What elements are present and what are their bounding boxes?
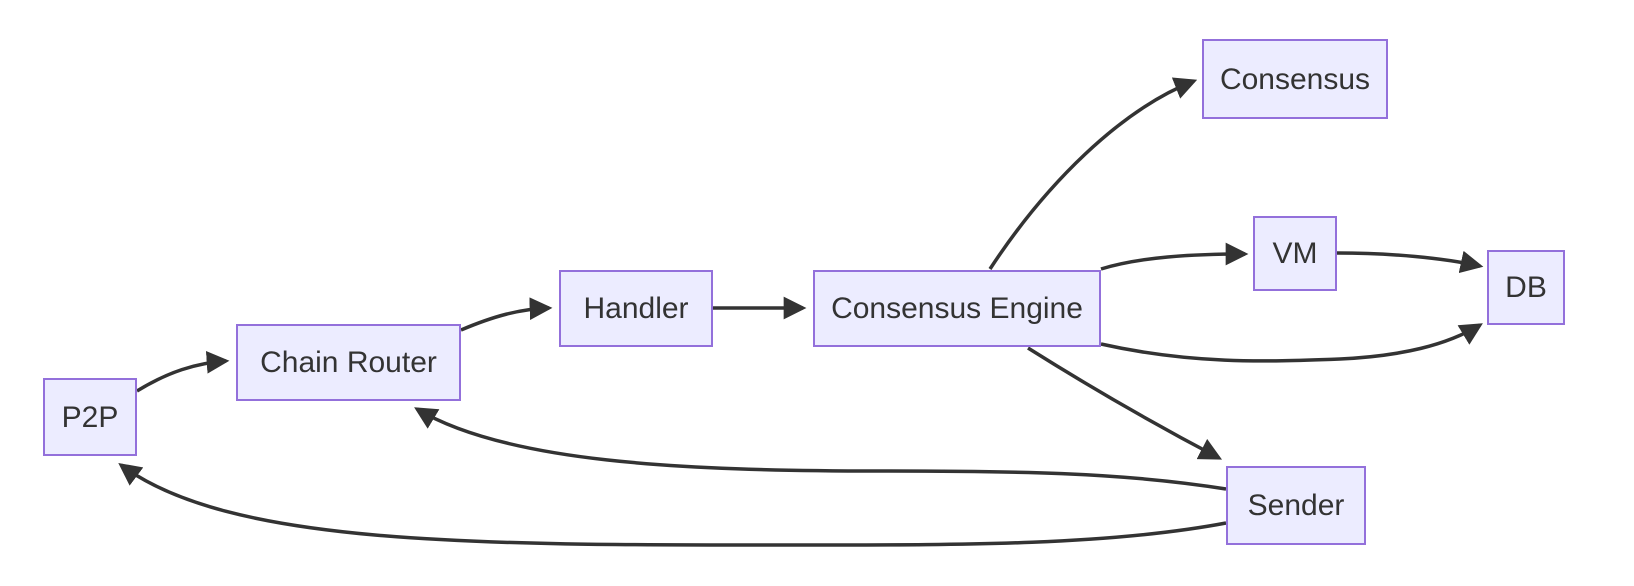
node-consensus-label: Consensus xyxy=(1219,62,1371,96)
node-consensus: Consensus xyxy=(1202,39,1388,119)
node-db: DB xyxy=(1487,250,1565,325)
node-chain-router: Chain Router xyxy=(236,324,461,401)
node-vm: VM xyxy=(1253,216,1337,291)
node-p2p-label: P2P xyxy=(61,400,119,434)
edge-consensus-engine-to-sender xyxy=(1027,346,1223,460)
node-consensus-engine-label: Consensus Engine xyxy=(831,292,1083,325)
edge-sender-to-chain-router xyxy=(414,407,1227,491)
node-sender: Sender xyxy=(1226,466,1366,545)
edge-consensus-engine-to-consensus xyxy=(988,77,1198,270)
node-consensus-engine: Consensus Engine xyxy=(813,270,1101,347)
node-handler: Handler xyxy=(559,270,713,347)
edge-consensus-engine-to-db xyxy=(1100,323,1483,363)
node-sender-label: Sender xyxy=(1247,489,1345,522)
edge-p2p-to-chain-router xyxy=(136,350,230,393)
edge-sender-to-p2p xyxy=(118,462,1227,547)
edge-chain-router-to-handler xyxy=(460,297,553,332)
edge-consensus-engine-to-vm xyxy=(1100,242,1249,271)
node-db-label: DB xyxy=(1505,271,1547,304)
node-handler-label: Handler xyxy=(583,292,689,325)
node-chain-router-label: Chain Router xyxy=(260,346,437,379)
node-p2p: P2P xyxy=(43,378,137,456)
node-vm-label: VM xyxy=(1272,237,1318,270)
edge-vm-to-db xyxy=(1336,250,1484,274)
